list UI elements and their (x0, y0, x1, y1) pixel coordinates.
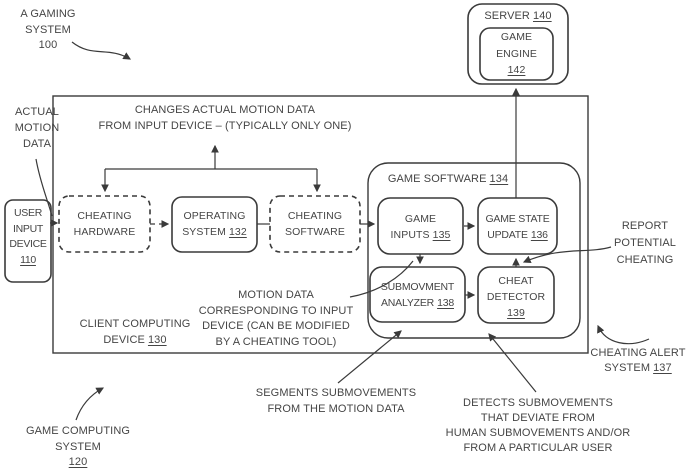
game-state-update-box (477, 197, 558, 255)
game-engine-box (479, 27, 554, 81)
gaming-system-label: A GAMING SYSTEM 100 (20, 8, 76, 51)
detects-note: DETECTS SUBMOVEMENTS THAT DEVIATE FROM H… (445, 397, 631, 454)
detects-leader-arrow (488, 333, 537, 393)
cheating-hardware-box (58, 195, 151, 253)
game-software-ref-number: 134 (489, 173, 509, 185)
cheating-hardware-label: CHEATING HARDWARE (73, 210, 136, 238)
segments-leader-arrow (337, 330, 402, 384)
gaming-system-pointer-arrow (71, 41, 132, 60)
game-engine-ref-number: 142 (507, 64, 526, 76)
motion-note-leader-line (349, 260, 414, 298)
game-engine-label: GAME ENGINE 142 (496, 31, 537, 76)
cheat-detector-label: CHEAT DETECTOR 139 (486, 275, 546, 319)
cheating-alert-pointer-arrow (597, 324, 650, 345)
motion-data-note: MOTION DATA CORRESPONDING TO INPUT DEVIC… (198, 289, 354, 348)
game-state-update-ref-number: 136 (530, 229, 548, 241)
game-computing-system-label: GAME COMPUTING SYSTEM 120 (25, 425, 131, 468)
server-box (467, 3, 569, 85)
changes-motion-note: CHANGES ACTUAL MOTION DATA FROM INPUT DE… (98, 104, 352, 132)
client-device-ref-number: 130 (147, 333, 167, 346)
cheat-detector-ref-number: 139 (507, 307, 525, 319)
cheating-alert-ref-number: 137 (653, 362, 672, 374)
game-computing-ref-number: 120 (68, 456, 88, 468)
server-ref-number: 140 (532, 10, 552, 22)
cheating-software-label: CHEATING SOFTWARE (285, 210, 345, 238)
game-computing-pointer-arrow (75, 387, 105, 421)
segments-note: SEGMENTS SUBMOVEMENTS FROM THE MOTION DA… (255, 387, 417, 415)
user-input-device-box (4, 199, 52, 283)
report-leader-line (522, 246, 612, 264)
actual-motion-data-label: ACTUAL MOTION DATA (14, 106, 60, 150)
operating-system-ref-number: 132 (228, 226, 247, 238)
user-input-ref-number: 110 (20, 253, 36, 266)
submovement-analyzer-ref-number: 138 (437, 297, 454, 309)
actual-motion-leader-line (35, 158, 53, 217)
game-inputs-ref-number: 135 (432, 229, 451, 241)
user-input-device-label: USER INPUT DEVICE 110 (9, 207, 47, 266)
report-potential-cheating-label: REPORT POTENTIAL CHEATING (613, 220, 677, 266)
